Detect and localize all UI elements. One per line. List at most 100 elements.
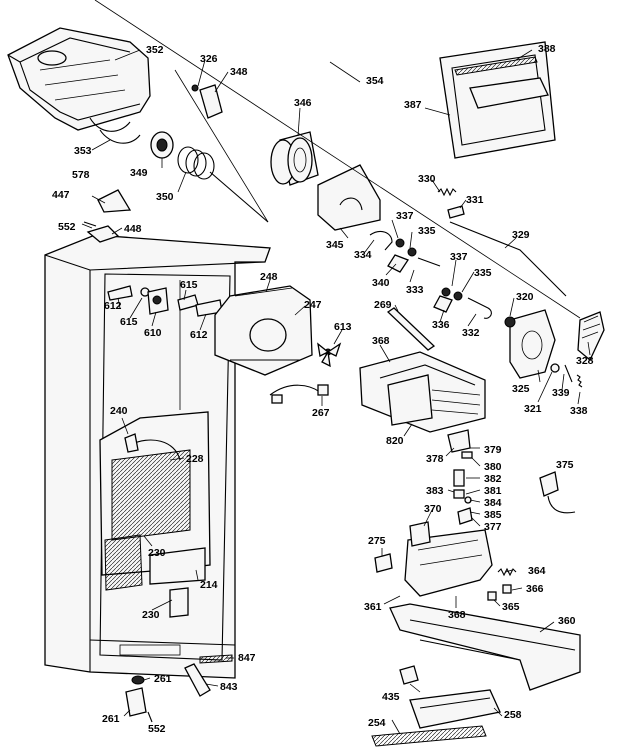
label-248: 248 <box>260 271 278 283</box>
clip-part-2 <box>502 584 512 594</box>
bucket-coupler-part <box>150 131 174 159</box>
fan-blade-part <box>317 342 342 368</box>
label-331: 331 <box>466 194 484 206</box>
label-346: 346 <box>294 97 312 109</box>
grommet-part <box>131 675 145 685</box>
dispenser-housing-part <box>404 521 493 597</box>
label-361: 361 <box>364 601 382 613</box>
bracket-part-3 <box>86 225 120 243</box>
label-368: 368 <box>372 335 390 347</box>
label-820: 820 <box>386 435 404 447</box>
label-612-b: 612 <box>190 329 208 341</box>
dispenser-frame-part <box>389 603 581 691</box>
label-383: 383 <box>426 485 444 497</box>
label-337-b: 337 <box>450 251 468 263</box>
auger-spring-part <box>177 146 269 223</box>
label-275: 275 <box>368 535 386 547</box>
washer-part <box>191 84 199 92</box>
bracket-part-4 <box>97 189 132 213</box>
label-370: 370 <box>424 503 442 515</box>
label-447: 447 <box>52 189 70 201</box>
label-258: 258 <box>504 709 522 721</box>
label-578: 578 <box>72 169 90 181</box>
sensor-part <box>124 433 139 453</box>
screw-part-2 <box>83 221 97 227</box>
label-349: 349 <box>130 167 148 179</box>
actuator-rod-part <box>449 221 567 297</box>
label-230-b: 230 <box>142 609 160 621</box>
bracket-part-2 <box>374 553 393 573</box>
label-335-b: 335 <box>474 267 492 279</box>
spring-part <box>437 187 457 197</box>
label-615-a: 615 <box>180 279 198 291</box>
label-385: 385 <box>484 509 502 521</box>
screw-part <box>147 711 153 723</box>
label-612-a: 612 <box>104 300 122 312</box>
label-340: 340 <box>372 277 390 289</box>
label-364: 364 <box>528 565 546 577</box>
light-socket-part <box>539 471 576 514</box>
ice-maker-part <box>359 351 486 433</box>
label-321: 321 <box>524 403 542 415</box>
label-330: 330 <box>418 173 436 185</box>
label-339: 339 <box>552 387 570 399</box>
label-267: 267 <box>312 407 330 419</box>
heater-part <box>199 654 233 664</box>
ice-bucket-part <box>7 27 151 132</box>
label-375: 375 <box>556 459 574 471</box>
label-615-b: 615 <box>120 316 138 328</box>
leader-lines <box>81 49 591 735</box>
label-350: 350 <box>156 191 174 203</box>
label-214: 214 <box>200 579 218 591</box>
label-345: 345 <box>326 239 344 251</box>
label-335-a: 335 <box>418 225 436 237</box>
label-337-a: 337 <box>396 210 414 222</box>
label-261-a: 261 <box>154 673 172 685</box>
guide-line <box>94 0 581 319</box>
grille-part <box>371 725 487 747</box>
label-269: 269 <box>374 299 392 311</box>
label-843: 843 <box>220 681 238 693</box>
label-254: 254 <box>368 717 386 729</box>
drip-tray-part <box>409 689 501 729</box>
label-333: 333 <box>406 284 424 296</box>
latch-part <box>184 663 211 697</box>
label-378: 378 <box>426 453 444 465</box>
fan-bracket-part <box>214 285 313 376</box>
label-380: 380 <box>484 461 502 473</box>
label-326: 326 <box>200 53 218 65</box>
lower-evaporator-part <box>104 534 206 618</box>
hinge-part <box>125 687 147 717</box>
label-847: 847 <box>238 652 256 664</box>
ice-maker-motor-part <box>270 131 319 186</box>
auger-motor-part <box>504 309 605 388</box>
wire-harness-part <box>269 384 329 404</box>
clip-part <box>447 205 465 219</box>
solenoid-part <box>447 429 473 525</box>
dispenser-door-part <box>439 41 556 159</box>
label-352: 352 <box>146 44 164 56</box>
label-388: 388 <box>538 43 556 55</box>
label-377: 377 <box>484 521 502 533</box>
label-332: 332 <box>462 327 480 339</box>
label-338: 338 <box>570 405 588 417</box>
label-613: 613 <box>334 321 352 333</box>
label-435: 435 <box>382 691 400 703</box>
switch-part <box>399 665 419 685</box>
label-366: 366 <box>526 583 544 595</box>
rod-part <box>386 307 436 351</box>
label-348: 348 <box>230 66 248 78</box>
label-329: 329 <box>512 229 530 241</box>
label-354: 354 <box>366 75 384 87</box>
label-261-b: 261 <box>102 713 120 725</box>
label-379: 379 <box>484 444 502 456</box>
spring-part-2 <box>497 567 517 577</box>
label-228: 228 <box>186 453 204 465</box>
label-384: 384 <box>484 497 502 509</box>
label-336: 336 <box>432 319 450 331</box>
label-360: 360 <box>558 615 576 627</box>
label-387: 387 <box>404 99 422 111</box>
motor-bracket-part <box>317 164 381 231</box>
label-334: 334 <box>354 249 372 261</box>
